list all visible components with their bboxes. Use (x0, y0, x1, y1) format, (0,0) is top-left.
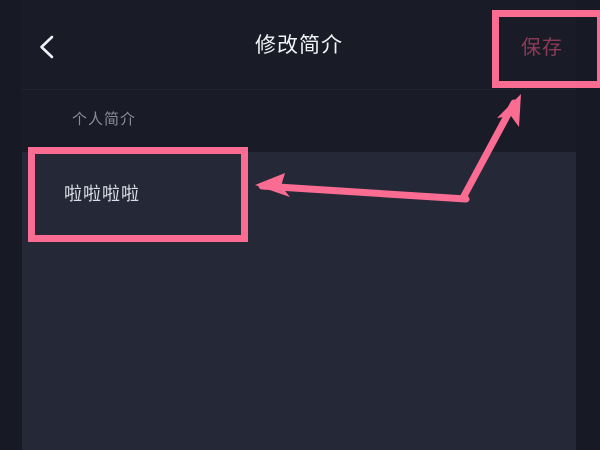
back-button[interactable] (30, 30, 64, 64)
left-gutter (0, 0, 22, 450)
chevron-left-icon (30, 30, 64, 64)
navbar-divider (0, 89, 600, 90)
page-title: 修改简介 (255, 34, 343, 57)
save-button[interactable]: 保存 (521, 37, 563, 59)
bio-field-label: 个人简介 (72, 111, 137, 128)
bio-input-value: 啦啦啦啦 (64, 184, 140, 204)
right-gutter (576, 0, 600, 450)
